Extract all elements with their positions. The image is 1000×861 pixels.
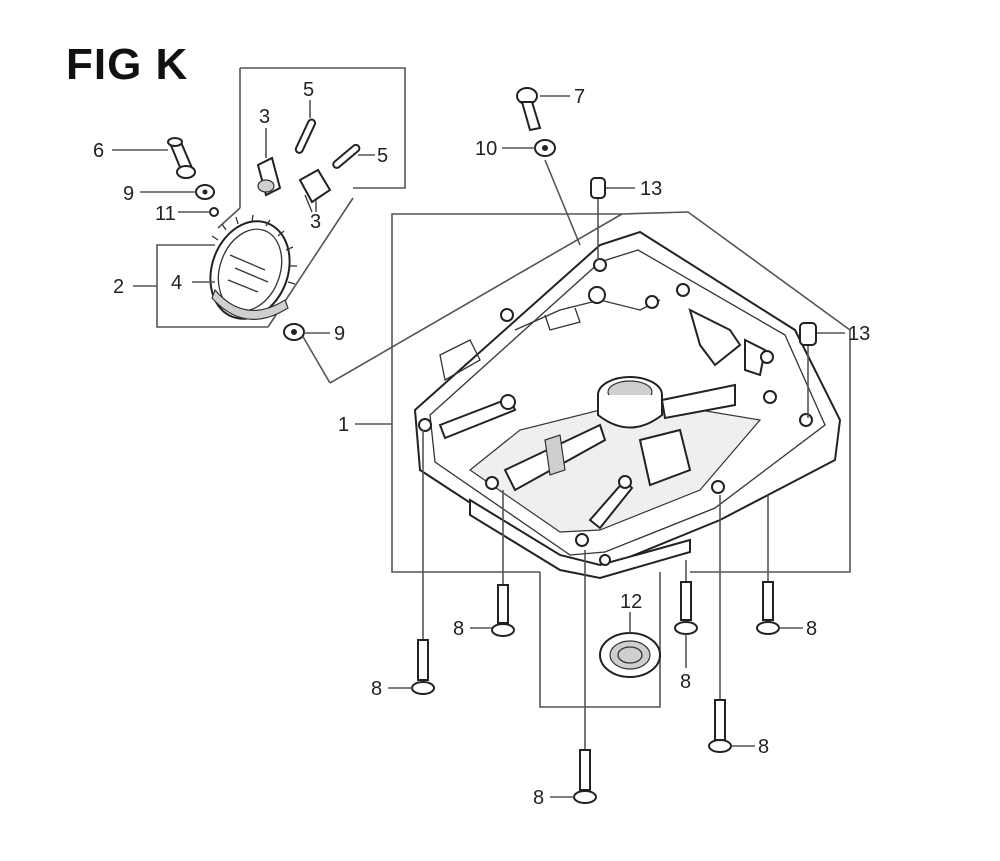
callout-8-d: 8 (680, 671, 691, 693)
governor-weight-3a (256, 156, 282, 197)
callout-7: 7 (574, 86, 585, 108)
washer-9-lower (283, 323, 305, 341)
bolt-8-a (411, 430, 435, 695)
oil-case (413, 196, 842, 580)
figure-title: FIG K (66, 40, 189, 89)
callout-8-b: 8 (453, 618, 464, 640)
bolt-8-e (708, 495, 732, 753)
washer-10 (534, 139, 556, 157)
callout-numbers: 1 2 3 3 4 5 5 6 7 8 8 8 8 8 8 9 9 10 11 … (93, 79, 870, 809)
callout-2: 2 (113, 276, 124, 298)
callout-5b: 5 (377, 145, 388, 167)
callout-6: 6 (93, 140, 104, 162)
callout-8-c: 8 (533, 787, 544, 809)
callout-3b: 3 (310, 211, 321, 233)
pin-5a (294, 118, 317, 154)
dowel-pin-13a (590, 177, 606, 199)
callout-12: 12 (620, 591, 642, 613)
pin-5b (332, 143, 361, 169)
dowel-pin-13b (799, 322, 817, 346)
callout-8-f: 8 (806, 618, 817, 640)
callout-8-a: 8 (371, 678, 382, 700)
callout-leaders (112, 95, 845, 798)
governor-shaft (167, 137, 196, 179)
callout-13b: 13 (848, 323, 870, 345)
bolt-8-b (491, 490, 515, 637)
callout-10: 10 (475, 138, 497, 160)
group-bracket-lines (133, 67, 851, 708)
clip-11 (209, 207, 219, 217)
governor-weight-3b (298, 168, 332, 213)
callout-5a: 5 (303, 79, 314, 101)
callout-8-e: 8 (758, 736, 769, 758)
governor-gear (209, 214, 297, 320)
bolt-8-f (756, 495, 780, 635)
bolt-8-d (674, 560, 698, 635)
callout-13a: 13 (640, 178, 662, 200)
callout-4: 4 (171, 272, 182, 294)
bolt-7 (516, 87, 542, 132)
oil-seal-12 (599, 632, 661, 678)
callout-9a: 9 (123, 183, 134, 205)
callout-9b: 9 (334, 323, 345, 345)
bolt-8-c (573, 550, 597, 804)
callout-11: 11 (155, 203, 176, 225)
callout-1: 1 (338, 414, 349, 436)
callout-3a: 3 (259, 106, 270, 128)
washer-9-upper (195, 184, 215, 200)
